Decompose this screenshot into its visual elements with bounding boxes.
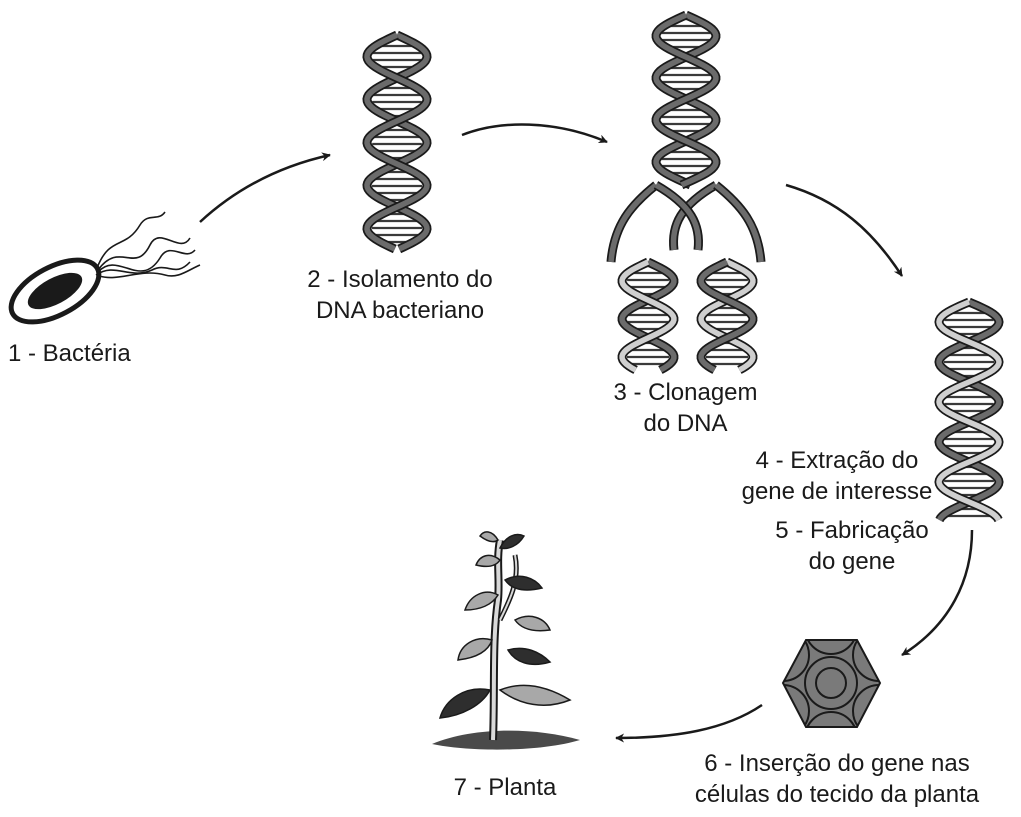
bacterium-icon (8, 211, 201, 325)
step-1-label: 1 - Bactéria (8, 340, 131, 367)
step-2-label: 2 - Isolamento do DNA bacteriano (307, 266, 493, 324)
dna-helix-icon (934, 297, 1004, 523)
plant-icon (432, 531, 580, 750)
plant-cell-icon (781, 639, 882, 728)
step-5-label: 5 - Fabricação do gene (775, 517, 929, 575)
step-4-label: 4 - Extração do gene de interesse (741, 447, 933, 505)
step-3-label: 3 - Clonagem do DNA (613, 379, 758, 437)
arrow-2-to-3 (461, 123, 608, 144)
arrow-1-to-2 (199, 152, 331, 223)
step-7-label: 7 - Planta (453, 774, 557, 801)
arrow-5-to-6 (901, 529, 974, 657)
arrow-6-to-7 (615, 703, 763, 743)
dna-replication-icon (606, 10, 766, 374)
arrow-3-to-4 (785, 183, 904, 277)
dna-helix-icon (362, 30, 432, 254)
step-6-label: 6 - Inserção do gene nas células do teci… (694, 750, 980, 808)
